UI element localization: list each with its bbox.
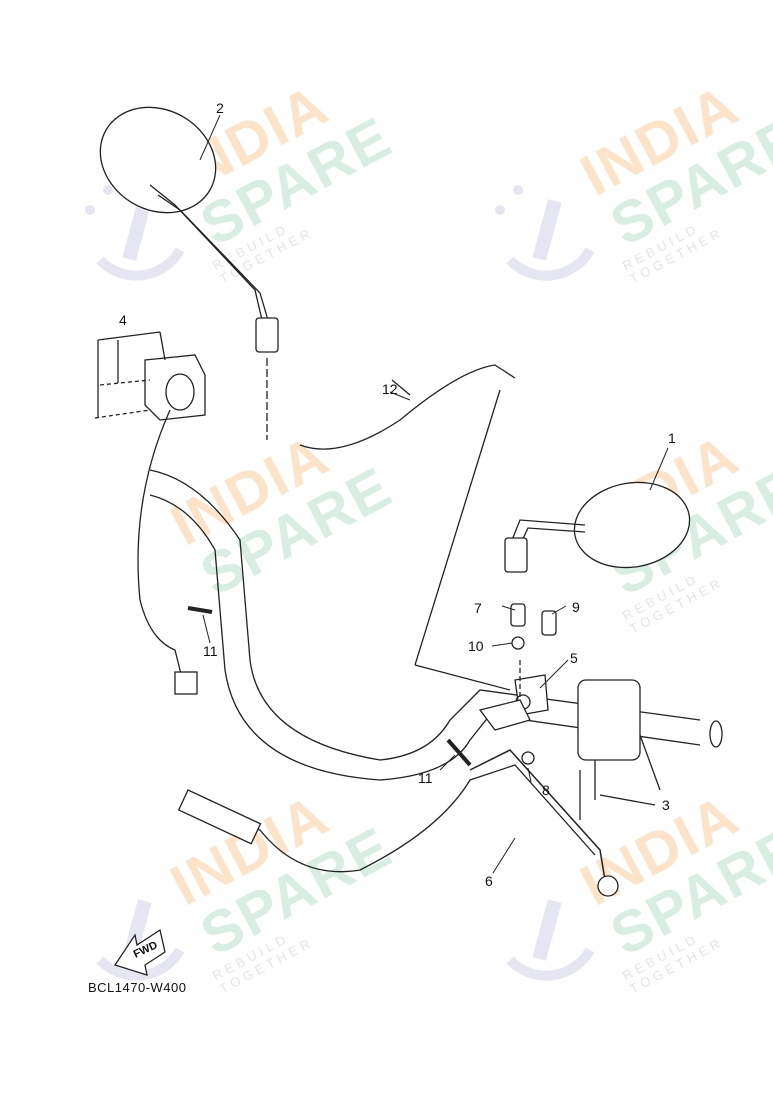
- band-drawing: [187, 606, 213, 614]
- callout-12: 12: [382, 381, 398, 397]
- callout-7: 7: [474, 600, 482, 616]
- callout-11: 11: [203, 643, 218, 659]
- fwd-arrow-icon: [113, 928, 166, 976]
- callout-6: 6: [485, 873, 493, 889]
- diagram-code: BCL1470-W400: [88, 980, 187, 995]
- left-mirror-drawing: [99, 106, 279, 440]
- right-mirror-drawing: [504, 481, 691, 573]
- callout-4: 4: [119, 312, 127, 328]
- callout-11: 11: [418, 770, 433, 786]
- handlebar-drawing: [149, 469, 723, 781]
- callout-10: 10: [468, 638, 484, 654]
- clutch-cable-drawing: [177, 779, 471, 873]
- callout-2: 2: [216, 100, 224, 116]
- callout-3: 3: [662, 797, 670, 813]
- lever-holder-drawing: [469, 603, 661, 897]
- left-switch-drawing: [94, 331, 206, 695]
- band-drawing: [446, 738, 472, 767]
- callout-9: 9: [572, 599, 580, 615]
- callout-1: 1: [668, 430, 676, 446]
- callout-5: 5: [570, 650, 578, 666]
- cable-drawing: [299, 364, 516, 691]
- callout-8: 8: [542, 782, 550, 798]
